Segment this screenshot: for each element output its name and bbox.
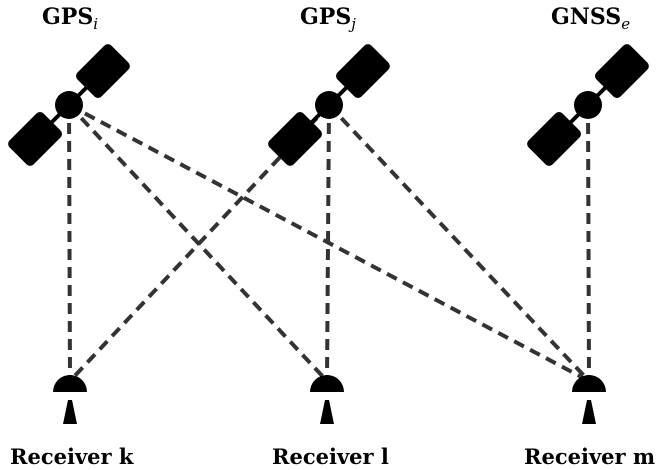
- satellite-icon-gps-j: [268, 44, 390, 166]
- satellite-label-gps-i: GPSi: [42, 4, 98, 33]
- receiver-label-l: Receiver l: [272, 444, 389, 469]
- link-gps-i-to-receiver-k: [67, 104, 72, 382]
- link-gnss-e-to-receiver-m: [586, 104, 591, 382]
- link-gps-i-to-receiver-m: [68, 103, 590, 383]
- link-gps-j-to-receiver-l: [325, 104, 331, 382]
- receiver-label-k: Receiver k: [10, 444, 134, 469]
- receiver-label-m: Receiver m: [524, 444, 655, 469]
- satellite-label-gnss-e: GNSSe: [551, 4, 630, 33]
- satellite-label-gps-j: GPSj: [300, 4, 356, 33]
- signal-links: [67, 103, 591, 383]
- antenna-icon-receiver-m: [572, 375, 606, 424]
- antenna-icon-receiver-l: [310, 375, 344, 424]
- antenna-icon-receiver-k: [53, 375, 87, 424]
- satellite-icon-gps-i: [8, 44, 130, 166]
- link-gps-j-to-receiver-m: [327, 103, 591, 383]
- satellite-icon-gnss-e: [527, 44, 649, 166]
